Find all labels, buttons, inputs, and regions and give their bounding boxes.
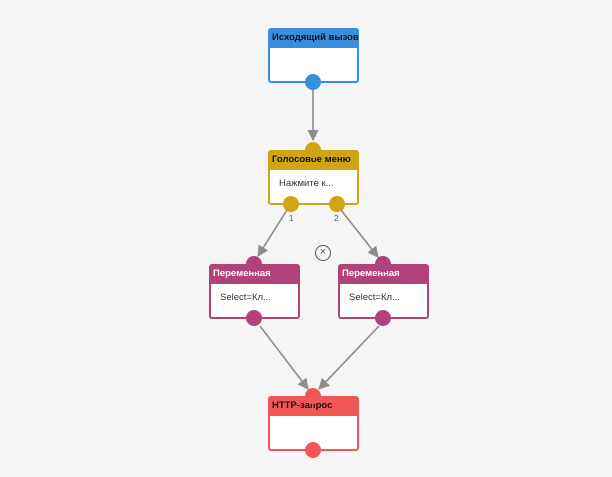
output-port-1-label: 1 (289, 214, 294, 223)
node-variable-1[interactable]: Переменная Select=Кл... (209, 256, 300, 326)
node-variable-2[interactable]: Переменная Select=Кл... (338, 256, 429, 326)
output-port[interactable] (305, 74, 321, 90)
node-voice-menu[interactable]: Голосовое меню Нажмите к... 1 2 (268, 142, 359, 223)
delete-connection-icon[interactable]: × (315, 245, 331, 261)
node-variable-1-title: Переменная (209, 264, 300, 284)
node-http-request-title: HTTP-запрос (268, 396, 359, 416)
output-port[interactable] (246, 310, 262, 326)
node-outgoing-call[interactable]: Исходящий вызов (268, 28, 359, 90)
output-port[interactable] (375, 310, 391, 326)
input-port[interactable] (305, 142, 321, 158)
edge-variable-2-to-http[interactable] (318, 325, 380, 390)
edge-menu-to-variable-2[interactable] (340, 209, 379, 258)
input-port[interactable] (246, 256, 262, 272)
edge-menu-to-variable-1[interactable] (257, 209, 288, 257)
input-port[interactable] (305, 388, 321, 404)
output-port-2[interactable] (329, 196, 345, 212)
output-port[interactable] (305, 442, 321, 458)
output-port-1[interactable] (283, 196, 299, 212)
node-variable-2-title: Переменная (338, 264, 429, 284)
edge-variable-1-to-http[interactable] (259, 325, 309, 390)
node-http-request[interactable]: HTTP-запрос (268, 388, 359, 458)
node-voice-menu-title: Голосовое меню (268, 150, 359, 170)
input-port[interactable] (375, 256, 391, 272)
output-port-2-label: 2 (334, 214, 339, 223)
node-voice-menu-body: Нажмите к... (268, 168, 359, 205)
node-outgoing-call-title: Исходящий вызов (268, 28, 359, 48)
node-variable-1-body: Select=Кл... (209, 282, 300, 319)
